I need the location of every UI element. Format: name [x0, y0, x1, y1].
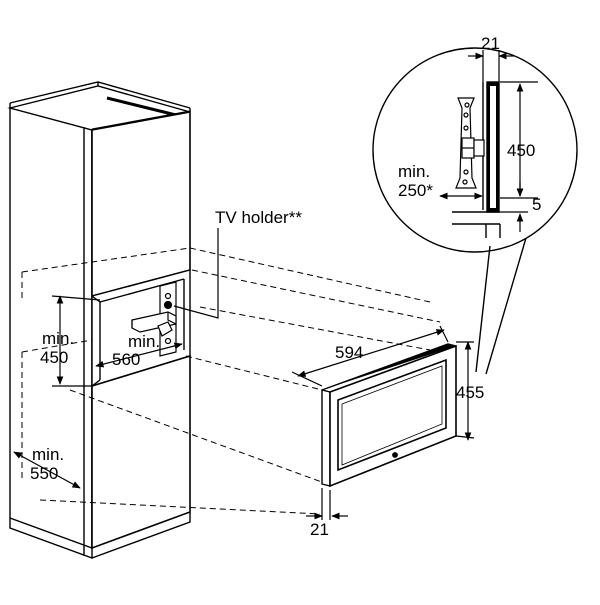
cabinet-depth-min-value: 550 [30, 464, 58, 483]
tv-height-value: 455 [456, 383, 484, 402]
detail-dim-450 [500, 81, 538, 199]
dim-cabinet-depth [13, 451, 81, 489]
detail-min-word: min. [398, 162, 430, 181]
dim-tv-depth [306, 488, 348, 520]
cabinet-width-min-word: min. [128, 332, 160, 351]
tv-unit [321, 343, 457, 488]
tv-width-value: 594 [335, 343, 363, 362]
cabinet-height-min-value: 450 [40, 348, 68, 367]
cabinet-height-min-word: min. [42, 329, 74, 348]
cabinet-depth-min-word: min. [32, 445, 64, 464]
detail-dim-21 [468, 50, 514, 82]
detail-min-value: 250* [398, 181, 433, 200]
tv-holder-label: TV holder** [215, 208, 302, 227]
upper-door [91, 111, 191, 298]
detail-bracket [455, 97, 485, 189]
detail-height-value: 450 [507, 141, 535, 160]
dim-cabinet-width [95, 342, 183, 368]
dim-cabinet-height [51, 295, 101, 387]
dim-tv-height [455, 341, 475, 441]
detail-dim-5 [500, 182, 528, 232]
dim-tv-width [291, 325, 449, 387]
detail-depth-value: 21 [481, 34, 500, 53]
cabinet-width-min-value: 560 [112, 350, 140, 369]
detail-gap-value: 5 [532, 195, 541, 214]
tv-logo [392, 452, 398, 458]
lower-door [91, 354, 191, 550]
detail-callout [372, 47, 578, 375]
tv-depth-value: 21 [310, 520, 329, 539]
tv-holder-leader [173, 228, 219, 319]
